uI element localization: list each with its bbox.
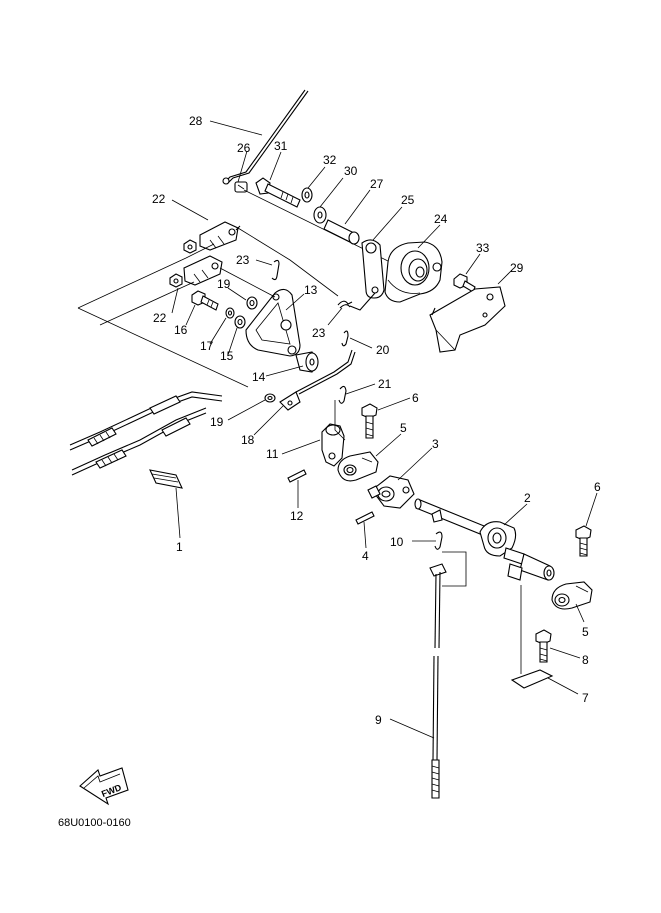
part-6-lower-bolt [575, 525, 592, 557]
part-21-clip [338, 385, 347, 404]
callout-2: 2 [524, 491, 531, 505]
part-23-lower-clip [337, 300, 353, 309]
routing-line [99, 291, 173, 326]
routing-line [171, 281, 195, 293]
callout-21: 21 [378, 377, 392, 391]
part-33-screw [453, 273, 476, 293]
part-32-washer [301, 187, 313, 203]
part-13-lever-bracket [245, 288, 301, 357]
part-20-clip [341, 330, 349, 347]
leader-lines [171, 120, 598, 739]
callout-15: 15 [220, 349, 234, 363]
part-26-clip [234, 181, 248, 193]
callout-30: 30 [344, 164, 358, 178]
callout-19-upper: 19 [217, 277, 231, 291]
part-19-upper-washer [246, 296, 258, 310]
callout-25: 25 [401, 193, 415, 207]
callout-32: 32 [323, 153, 337, 167]
part-25-lever [349, 239, 385, 311]
part-31-bolt [255, 177, 301, 208]
part-11-joint [321, 423, 345, 467]
callout-5-upper: 5 [400, 421, 407, 435]
reference-box [442, 551, 467, 587]
part-1-label [149, 469, 183, 489]
part-5-lower-clamp [551, 581, 593, 610]
callout-16: 16 [174, 323, 188, 337]
part-12-pin [287, 469, 307, 483]
part-30-washer [313, 206, 327, 224]
part-6-upper-bolt [361, 403, 378, 439]
part-5-upper-clamp [337, 451, 379, 482]
routing-line [185, 243, 215, 259]
part-22-upper-joint [199, 221, 241, 251]
routing-line [77, 307, 249, 388]
callout-20: 20 [376, 343, 390, 357]
part-3-joint [367, 475, 415, 509]
callout-14: 14 [252, 370, 266, 384]
callout-6-upper: 6 [412, 391, 419, 405]
part-16-bolt [191, 290, 219, 311]
callout-22-upper: 22 [152, 192, 166, 206]
callout-33: 33 [476, 241, 490, 255]
callout-26: 26 [237, 141, 251, 155]
part-22-lower-joint [183, 255, 223, 286]
callout-9: 9 [375, 713, 382, 727]
part-19-lower-washer [264, 393, 276, 403]
callout-19-lower: 19 [210, 415, 224, 429]
callout-18: 18 [241, 433, 255, 447]
callout-13: 13 [304, 283, 318, 297]
drawing-code: 68U0100-0160 [58, 817, 131, 829]
part-23-upper-clip [271, 259, 280, 281]
part-7-plate [510, 585, 554, 689]
callout-29: 29 [510, 261, 524, 275]
callout-27: 27 [370, 177, 384, 191]
fwd-arrow-icon: FWD [79, 767, 129, 806]
part-10-clip [434, 531, 443, 550]
callout-10: 10 [390, 535, 404, 549]
callout-6-lower: 6 [594, 480, 601, 494]
callout-24: 24 [434, 212, 448, 226]
reference-line [334, 400, 346, 441]
callout-7: 7 [582, 691, 589, 705]
part-28-throttle-rod [222, 89, 309, 185]
routing-line [219, 267, 276, 298]
callout-23-upper: 23 [236, 253, 250, 267]
part-14-collar [295, 351, 319, 373]
part-18-link-rod [279, 349, 356, 411]
callout-11: 11 [266, 447, 279, 461]
callout-12: 12 [290, 509, 304, 523]
part-27-collar [323, 219, 360, 245]
callout-23-lower: 23 [312, 326, 326, 340]
routing-line [237, 227, 339, 297]
part-29-bracket [429, 286, 506, 353]
callout-1: 1 [176, 540, 183, 554]
part-cables [69, 391, 223, 476]
part-4-pin [355, 511, 375, 525]
callout-5-lower: 5 [582, 625, 589, 639]
part-24-control-lever [384, 241, 443, 303]
part-nut-lower [169, 273, 183, 288]
callout-8: 8 [582, 653, 589, 667]
callout-22-lower: 22 [153, 311, 167, 325]
part-17-washer [225, 307, 235, 319]
part-15-washer [234, 315, 246, 329]
part-2-shift-shaft [414, 498, 555, 581]
callout-labels: 28 26 31 32 30 27 25 24 22 23 33 29 19 1… [152, 114, 601, 727]
callout-17: 17 [200, 339, 214, 353]
part-9-shift-rod [429, 563, 447, 799]
callout-3: 3 [432, 437, 439, 451]
part-8-bolt [535, 629, 552, 663]
routing-line [77, 257, 187, 309]
callout-31: 31 [274, 139, 288, 153]
callout-4: 4 [362, 549, 369, 563]
part-nut-upper [183, 239, 197, 254]
callout-28: 28 [189, 114, 203, 128]
